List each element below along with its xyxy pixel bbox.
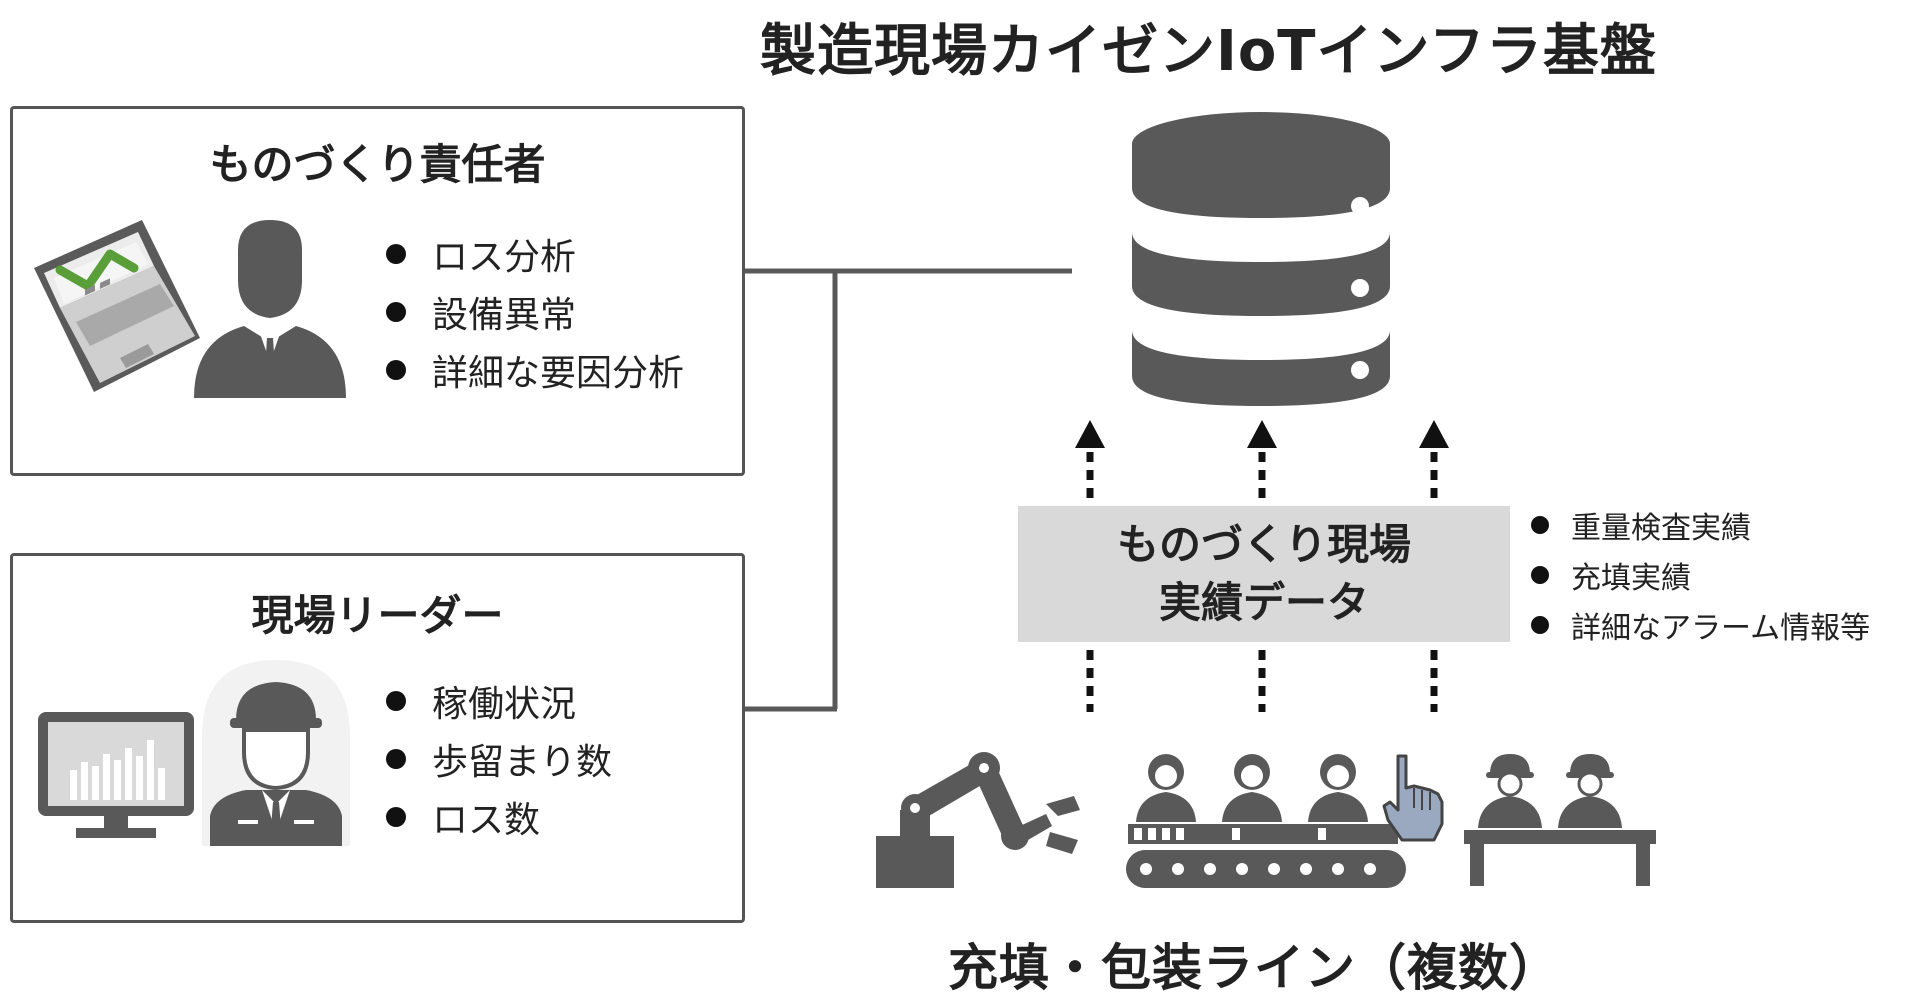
data-box-line2: 実績データ — [1158, 578, 1369, 627]
database-icon — [1132, 112, 1390, 406]
pointing-hand-icon — [1382, 754, 1444, 842]
leader-item: ロス数 — [386, 788, 612, 846]
data-box: ものづくり現場 実績データ — [1018, 506, 1510, 642]
monitor-icon — [38, 712, 194, 838]
robot-arm-icon — [876, 752, 1080, 888]
laptop-icon — [34, 220, 200, 392]
bullet-icon — [1531, 566, 1549, 584]
bullet-icon — [1531, 616, 1549, 634]
manager-item-list: ロス分析 設備異常 詳細な要因分析 — [386, 225, 684, 399]
leader-item: 稼働状況 — [386, 672, 612, 730]
bullet-icon — [386, 302, 406, 322]
bullet-icon — [386, 360, 406, 380]
leader-worker-icon — [202, 660, 350, 846]
manager-item: 設備異常 — [386, 283, 684, 341]
diagram-title: 製造現場カイゼンIoTインフラ基盤 — [760, 19, 1657, 84]
leader-item-list: 稼働状況 歩留まり数 ロス数 — [386, 672, 612, 846]
data-item: 重量検査実績 — [1531, 500, 1870, 550]
bullet-icon — [386, 807, 406, 827]
bullet-icon — [1531, 516, 1549, 534]
manager-item: ロス分析 — [386, 225, 684, 283]
businessman-icon — [194, 220, 346, 398]
manager-panel: ものづくり責任者 ロス分析 設備異常 詳細な要因分析 — [10, 106, 745, 476]
leader-panel-title: 現場リーダー — [251, 591, 504, 640]
manager-panel-title: ものづくり責任者 — [209, 140, 546, 189]
manager-item: 詳細な要因分析 — [386, 341, 684, 399]
data-item: 詳細なアラーム情報等 — [1531, 600, 1870, 650]
inspection-workers-icon — [1464, 754, 1656, 886]
line-label: 充填・包装ライン（複数） — [948, 939, 1560, 997]
leader-item: 歩留まり数 — [386, 730, 612, 788]
bullet-icon — [386, 691, 406, 711]
data-box-line1: ものづくり現場 — [1116, 520, 1411, 569]
bullet-icon — [386, 244, 406, 264]
data-item: 充填実績 — [1531, 550, 1870, 600]
conveyor-workers-icon — [1126, 754, 1406, 888]
data-item-list: 重量検査実績 充填実績 詳細なアラーム情報等 — [1531, 500, 1870, 650]
bullet-icon — [386, 749, 406, 769]
